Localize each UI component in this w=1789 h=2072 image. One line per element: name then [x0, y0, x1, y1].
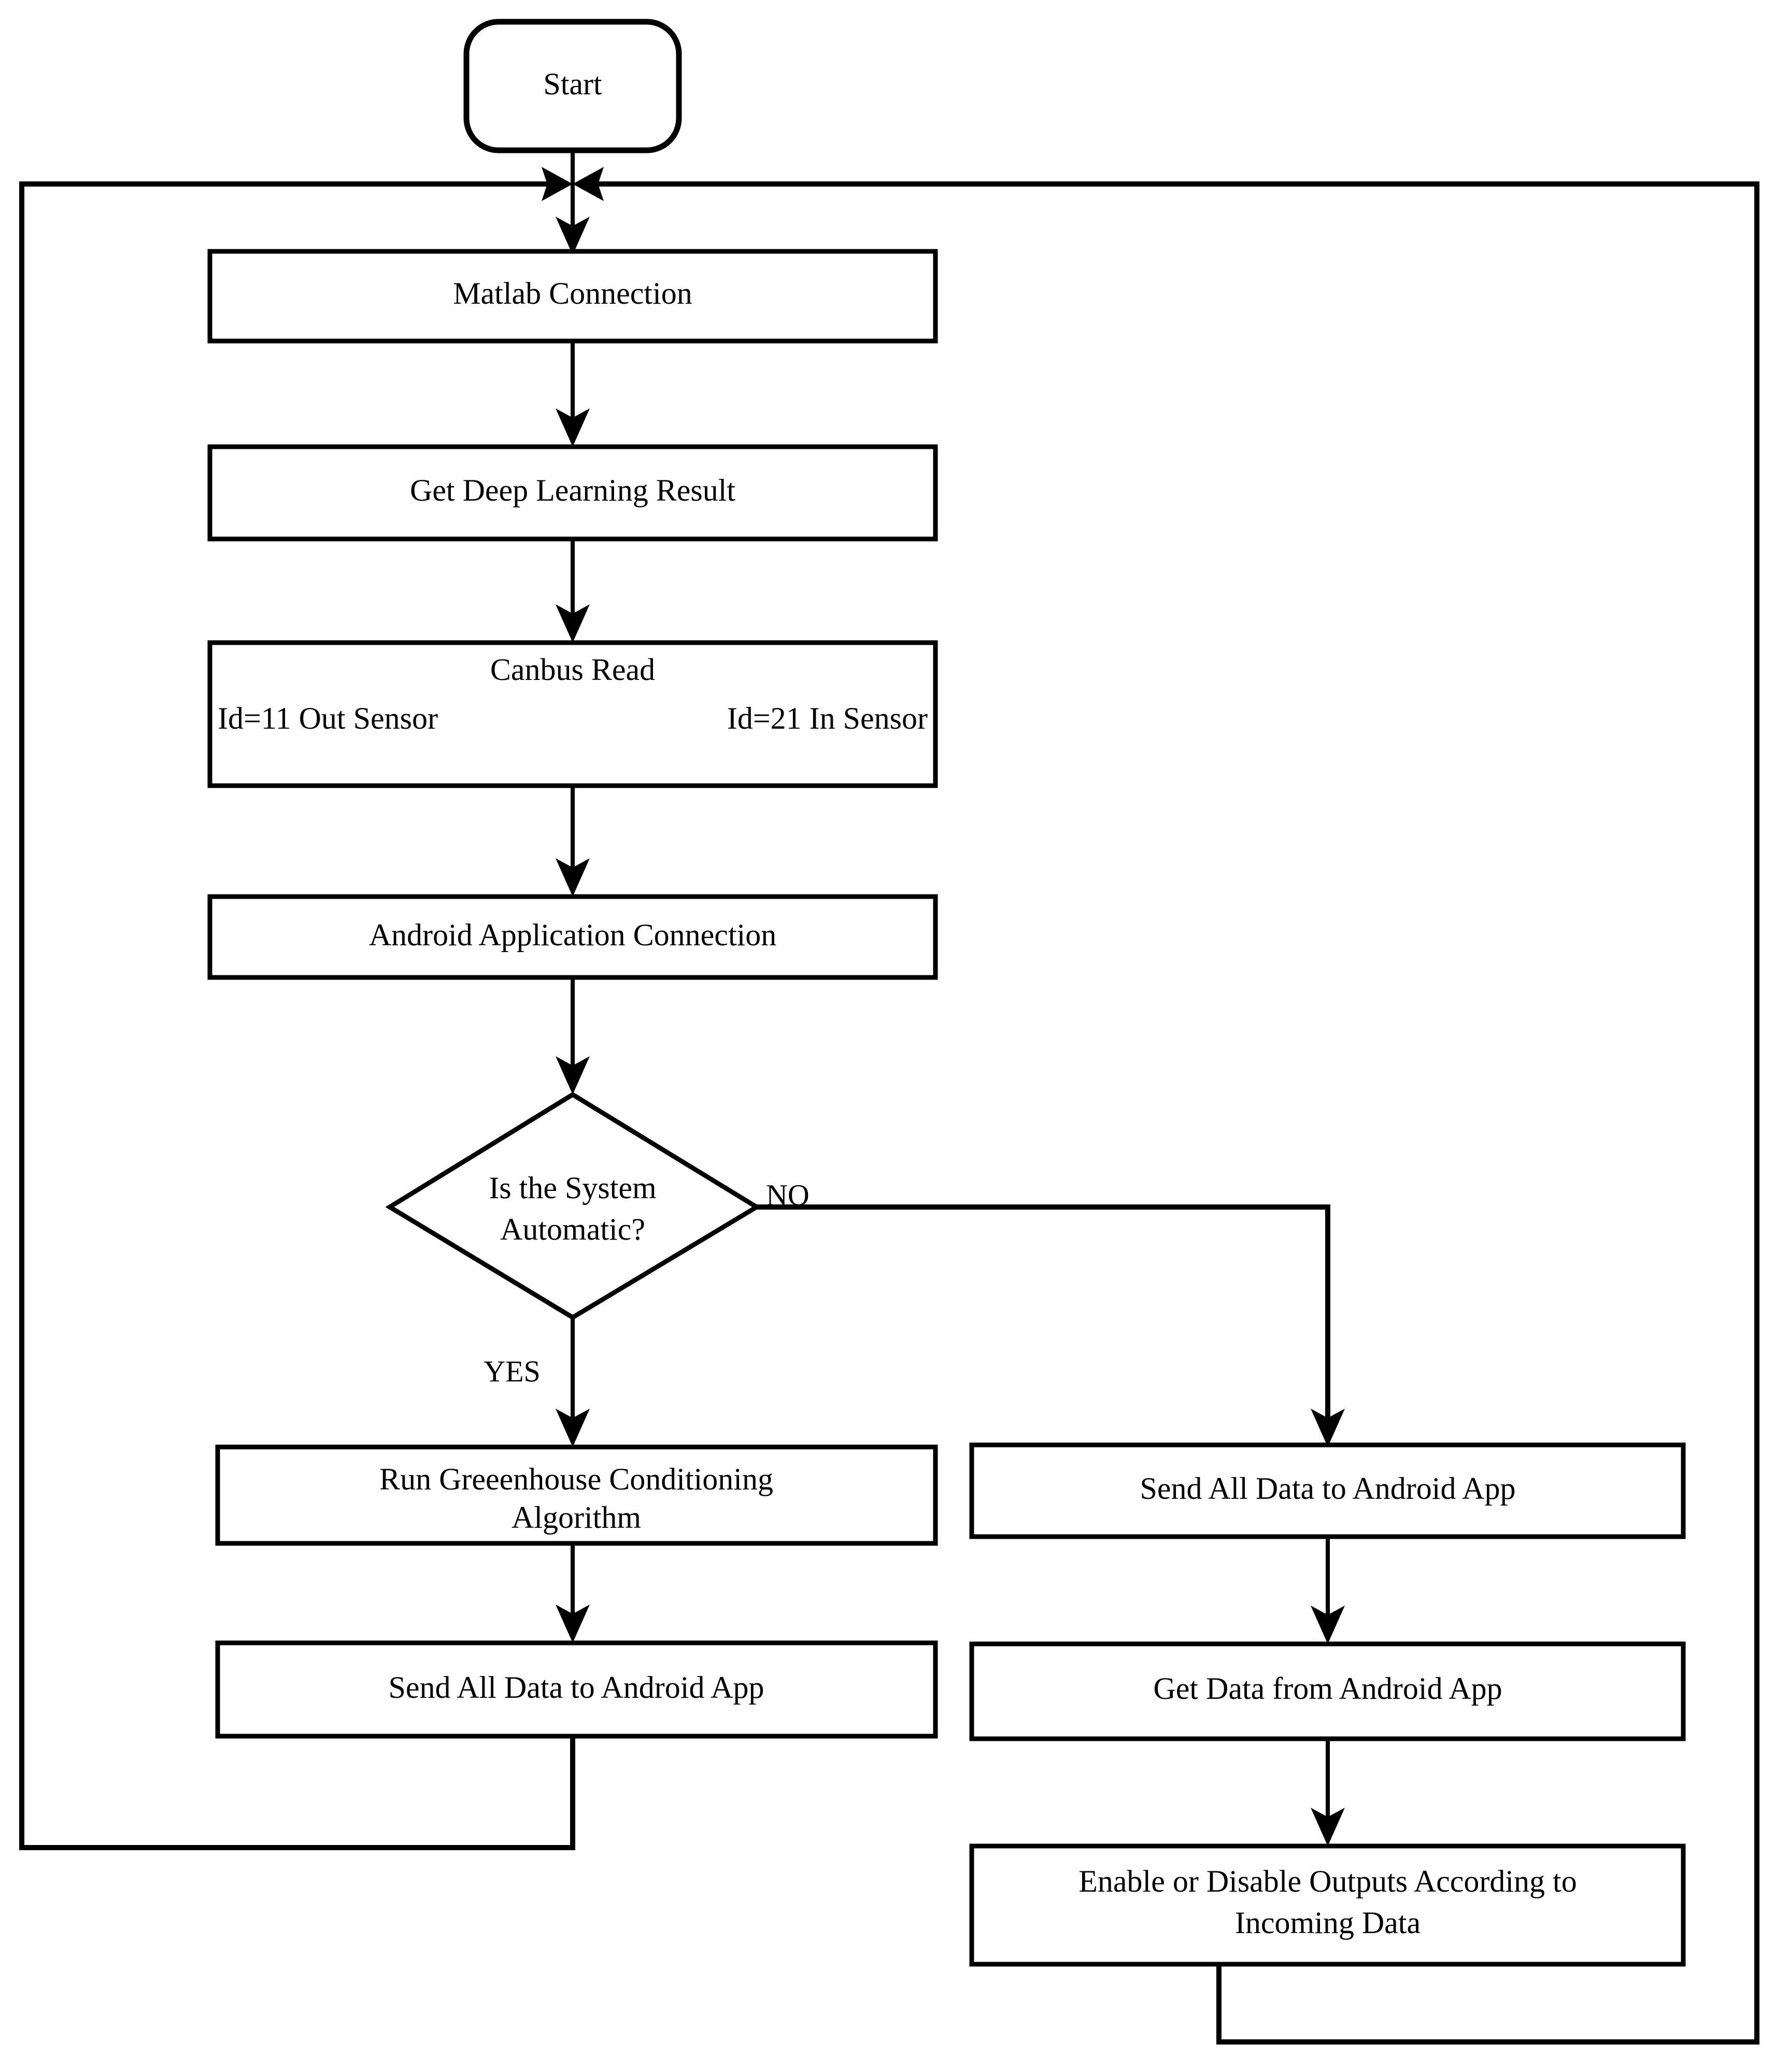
node-decision-line2: Automatic?: [500, 1212, 645, 1246]
node-enable-outputs-line2: Incoming Data: [1235, 1906, 1421, 1940]
node-android-application-connection-label: Android Application Connection: [369, 918, 777, 952]
node-get-data-from-android-app[interactable]: Get Data from Android App: [969, 1641, 1686, 1741]
node-decision-is-system-automatic[interactable]: Is the System Automatic?: [385, 1091, 761, 1321]
node-send-all-data-to-android-app-left[interactable]: Send All Data to Android App: [215, 1640, 938, 1739]
edge-canbus-to-android: [556, 786, 590, 897]
edge-decision-no-to-send-data-right: [757, 1204, 1345, 1447]
node-start-label: Start: [543, 67, 602, 101]
edge-algorithm-to-send-data-left: [556, 1543, 590, 1643]
node-send-all-data-left-label: Send All Data to Android App: [389, 1670, 764, 1705]
node-enable-outputs-line1: Enable or Disable Outputs According to: [1078, 1864, 1577, 1898]
edge-loopback-right: [573, 167, 1759, 2045]
edge-deep-learning-to-canbus: [556, 539, 590, 643]
edge-loopback-left: [19, 167, 575, 1850]
node-start[interactable]: Start: [463, 19, 682, 153]
branch-label-yes: YES: [484, 1354, 541, 1388]
node-get-data-label: Get Data from Android App: [1153, 1671, 1502, 1706]
node-run-algorithm-line2: Algorithm: [512, 1500, 641, 1535]
node-decision-line1: Is the System: [489, 1171, 656, 1205]
node-enable-or-disable-outputs[interactable]: Enable or Disable Outputs According to I…: [969, 1843, 1686, 1967]
node-android-application-connection[interactable]: Android Application Connection: [207, 894, 938, 980]
node-get-deep-learning-result[interactable]: Get Deep Learning Result: [207, 444, 938, 542]
node-run-algorithm-line1: Run Greeenhouse Conditioning: [379, 1462, 773, 1496]
node-matlab-connection-label: Matlab Connection: [453, 276, 692, 310]
branch-label-no: NO: [766, 1178, 810, 1212]
node-run-greenhouse-conditioning-algorithm[interactable]: Run Greeenhouse Conditioning Algorithm: [215, 1444, 938, 1546]
edge-start-to-matlab: [556, 150, 590, 255]
node-matlab-connection[interactable]: Matlab Connection: [207, 249, 938, 344]
node-canbus-read-label: Canbus Read: [490, 652, 655, 687]
node-canbus-read[interactable]: Canbus Read Id=11 Out Sensor Id=21 In Se…: [207, 640, 938, 788]
node-get-deep-learning-result-label: Get Deep Learning Result: [410, 473, 735, 507]
node-send-all-data-to-android-app-right[interactable]: Send All Data to Android App: [969, 1442, 1686, 1539]
node-send-all-data-right-label: Send All Data to Android App: [1140, 1471, 1516, 1506]
node-canbus-read-left-detail: Id=11 Out Sensor: [218, 701, 438, 735]
edge-decision-yes-to-algorithm: [556, 1317, 590, 1447]
node-canbus-read-right-detail: Id=21 In Sensor: [727, 701, 928, 735]
edge-get-data-to-enable-outputs: [1311, 1739, 1345, 1846]
edge-send-data-right-to-get-data: [1311, 1537, 1345, 1644]
edge-android-to-decision: [556, 977, 590, 1095]
edge-matlab-to-deep-learning: [556, 341, 590, 447]
